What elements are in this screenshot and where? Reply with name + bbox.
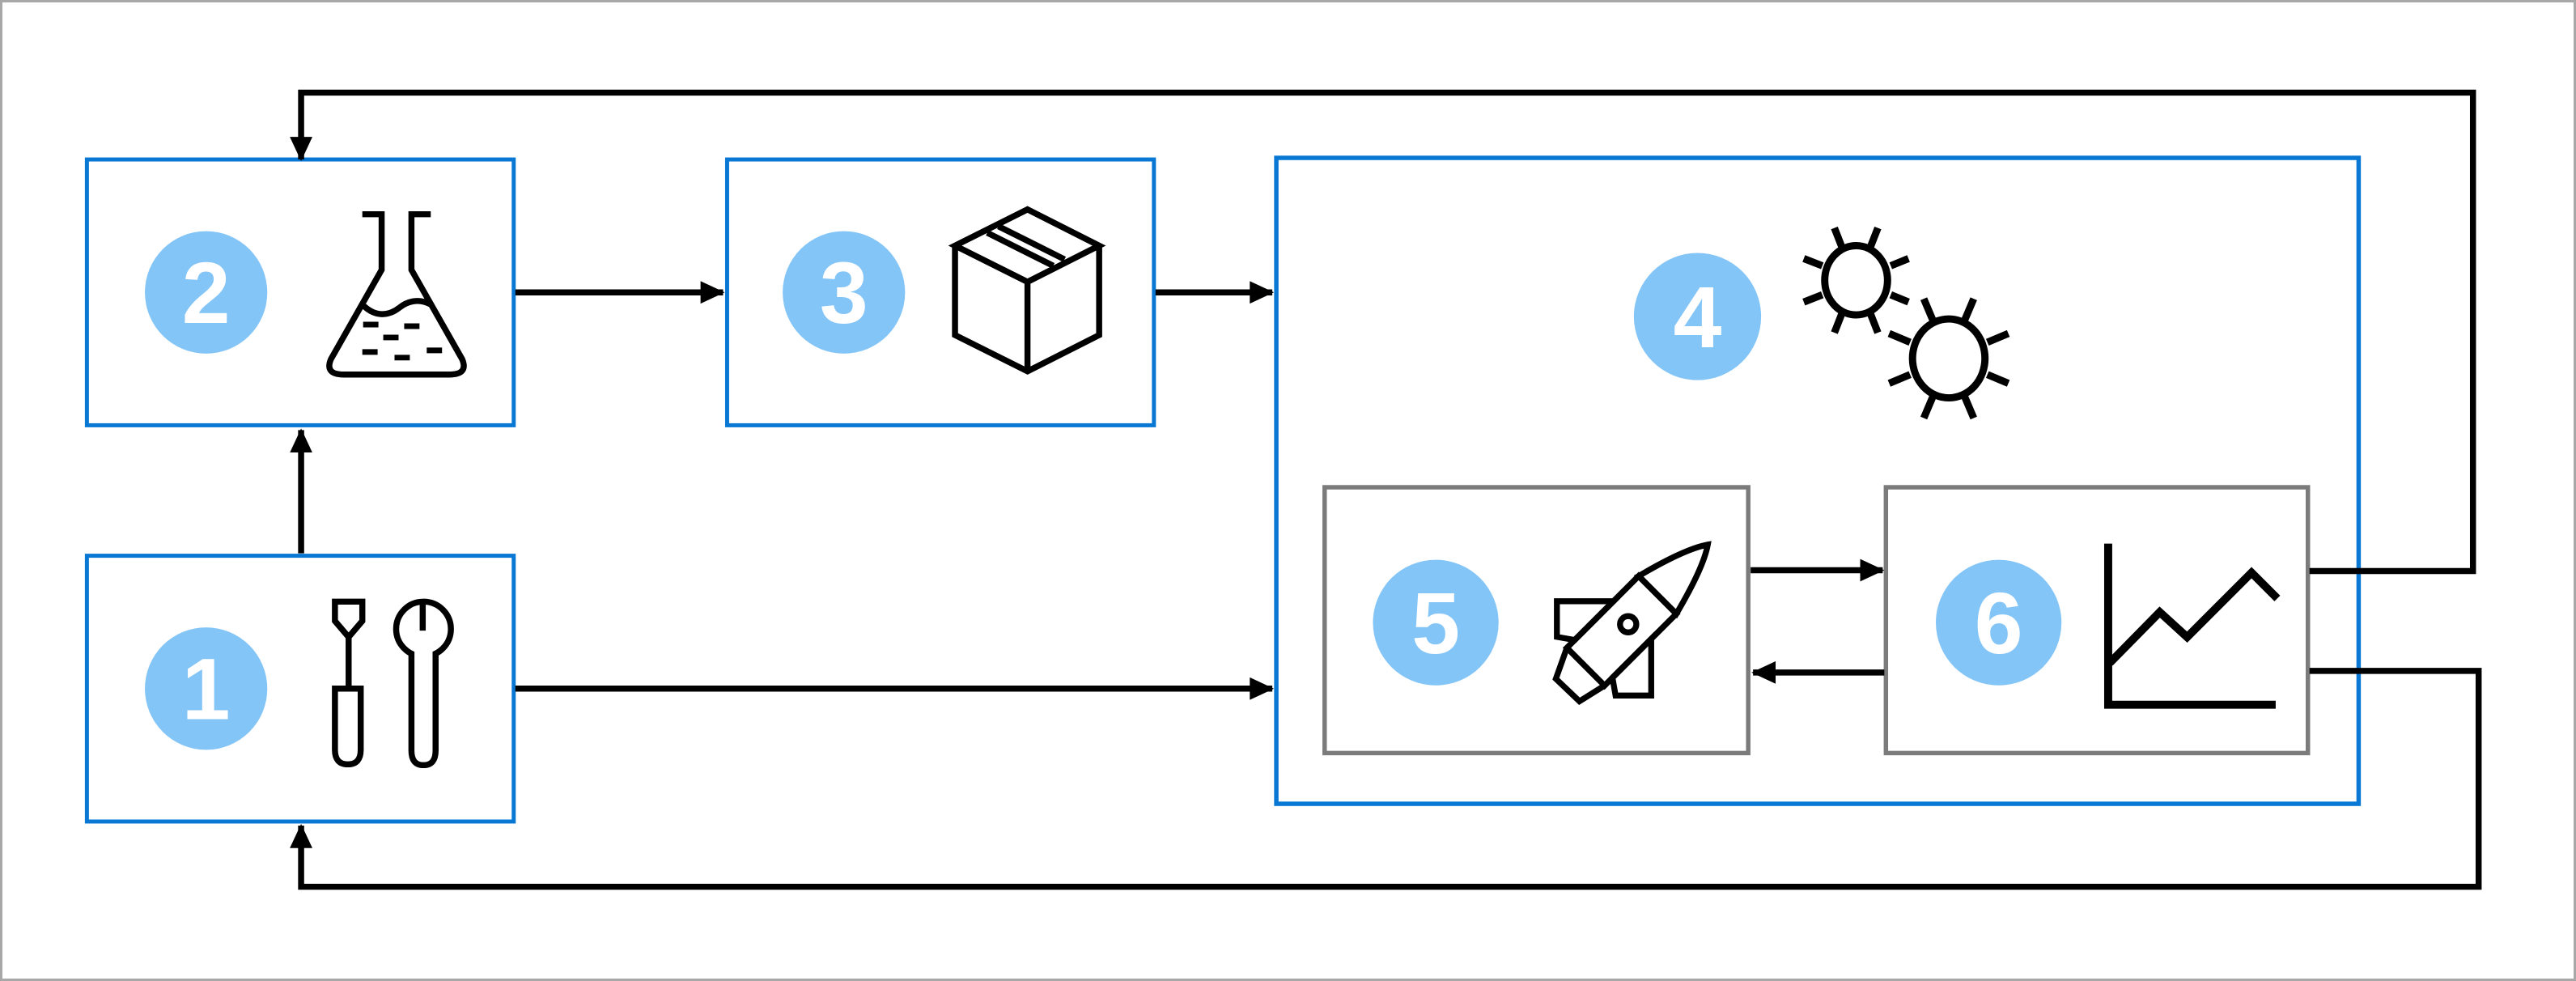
flow-arrows <box>290 89 2482 890</box>
flask-liquid <box>362 298 433 317</box>
node-5-badge <box>1373 559 1499 686</box>
node-6-number: 6 <box>1975 575 2023 672</box>
node-3: 3 <box>724 157 1156 427</box>
node-3-number: 3 <box>820 244 868 342</box>
feedback-arrow-6-to-2 <box>290 89 2476 575</box>
package-icon <box>948 206 1106 375</box>
node-1: 1 <box>84 554 516 824</box>
node-1-badge <box>145 627 268 750</box>
node-2-badge <box>145 231 268 354</box>
wrench-shaft <box>408 652 439 769</box>
flask-icon <box>326 210 467 378</box>
rocket-fin-right <box>1609 631 1654 699</box>
node-1-number: 1 <box>182 641 231 738</box>
chart-line <box>2107 567 2281 666</box>
screwdriver-handle <box>332 686 364 768</box>
flask-particles <box>362 321 443 361</box>
node-5: 5 <box>1322 485 1751 756</box>
node-2-number: 2 <box>182 244 231 342</box>
package-body <box>952 245 1102 375</box>
node-2: 2 <box>84 157 516 427</box>
node-3-badge <box>783 231 906 354</box>
rocket-window <box>1617 613 1640 636</box>
screwdriver-wrench-icon <box>332 598 454 769</box>
chart-axes <box>2103 543 2276 709</box>
node-4-badge <box>1633 253 1762 380</box>
node-4-number: 4 <box>1674 269 1722 366</box>
rocket-icon <box>1552 541 1712 706</box>
flask-outline <box>326 210 467 378</box>
feedback-arrow-6-to-1 <box>290 668 2482 890</box>
germ-body <box>1821 242 1891 319</box>
package-lid-seam <box>986 223 1067 269</box>
germ-spikes <box>1802 226 1910 334</box>
rocket-nose <box>1633 541 1712 619</box>
germs-icon <box>1802 226 2010 420</box>
germ-spikes <box>1887 297 2010 420</box>
screwdriver-blade <box>332 598 366 642</box>
line-chart-icon <box>2103 543 2281 709</box>
node-5-number: 5 <box>1411 575 1460 672</box>
germ-body <box>1908 315 1989 402</box>
node-6-badge <box>1936 559 2062 686</box>
rocket-tail <box>1552 647 1606 706</box>
rocket-fin-left <box>1554 598 1621 643</box>
node-6: 6 <box>1883 485 2311 756</box>
